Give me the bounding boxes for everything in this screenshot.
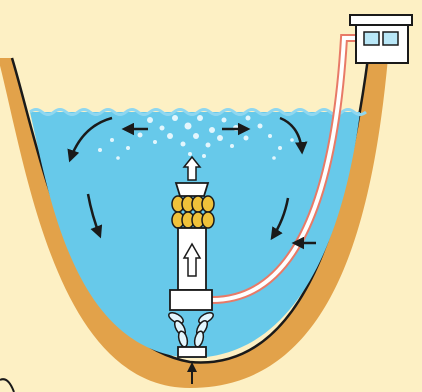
hut-window-right bbox=[383, 32, 398, 45]
aerator-base bbox=[170, 290, 212, 310]
aerator-top-cap bbox=[176, 183, 208, 196]
pump-hut bbox=[350, 15, 412, 63]
hut-window-left bbox=[364, 32, 379, 45]
anchor-block bbox=[178, 347, 206, 357]
